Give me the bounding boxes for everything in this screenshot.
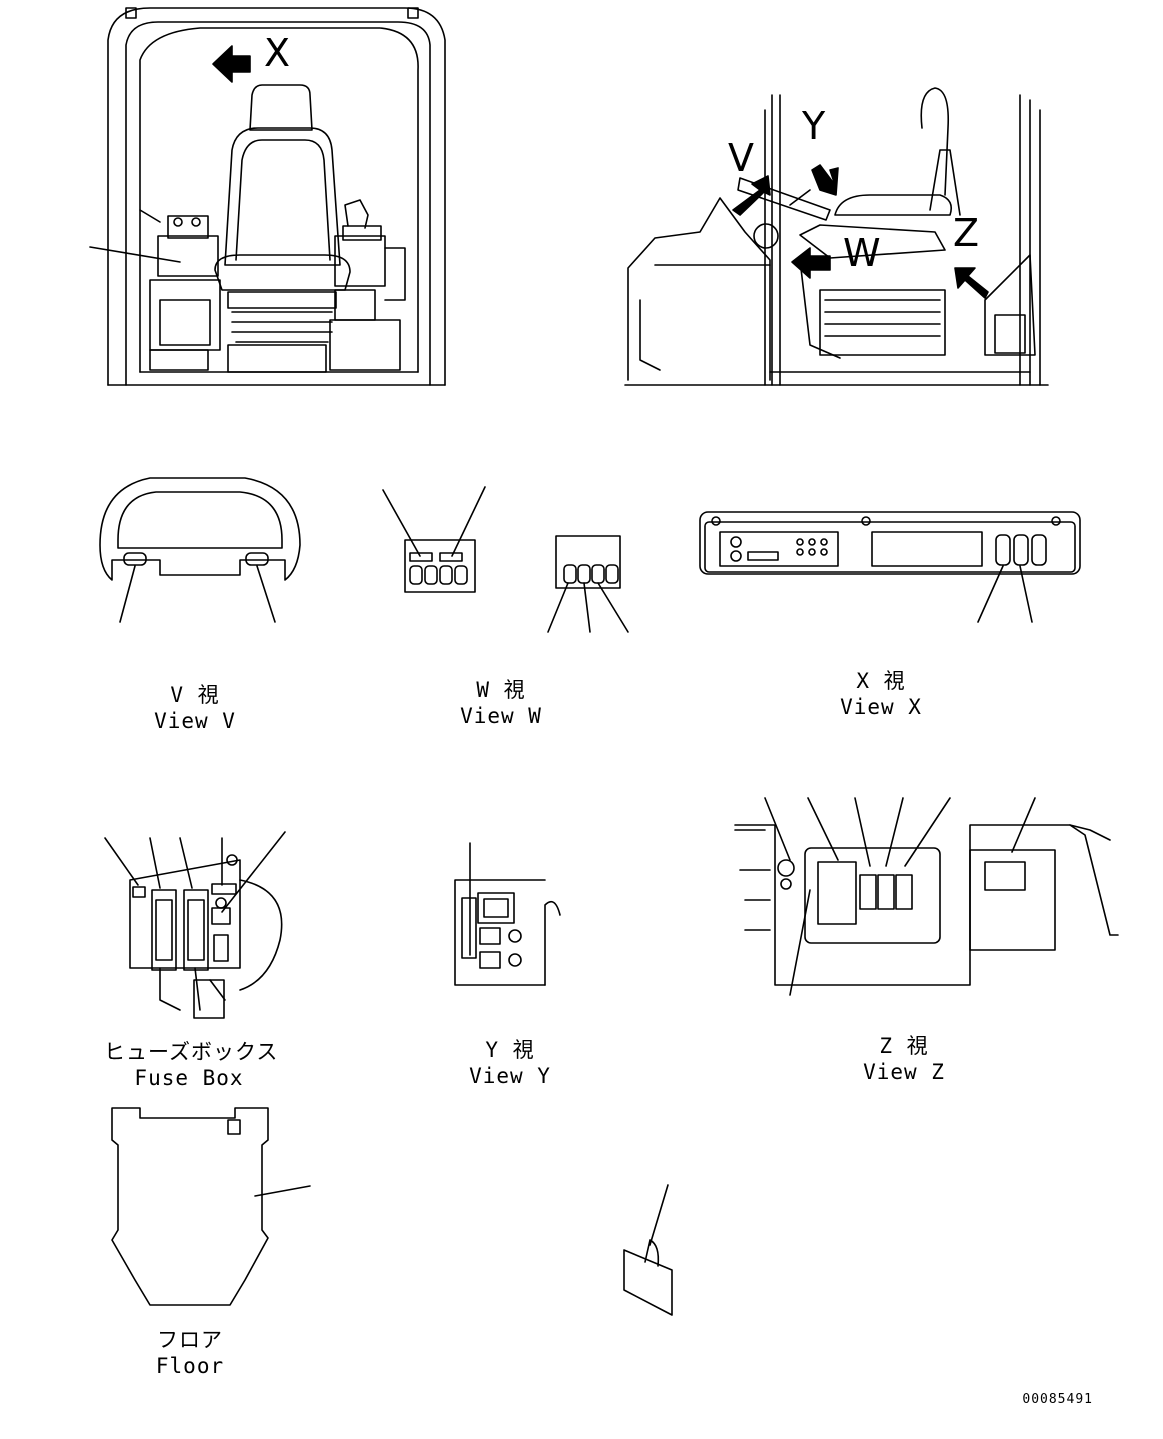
view-z [734,797,1119,996]
arrow-label-y: Y [802,104,827,148]
tag-label [623,1184,673,1316]
caption-view-z-en: View Z [863,1060,945,1084]
view-w-switches [382,486,629,633]
arrow-label-w: W [843,231,882,275]
caption-view-x-jp: X 視 [856,669,906,693]
caption-view-v: V 視 View V [130,682,260,734]
cab-front-view [89,7,446,386]
caption-view-y-jp: Y 視 [485,1038,535,1062]
caption-view-z: Z 視 View Z [839,1033,969,1085]
floor-plate [111,1107,311,1306]
caption-view-v-jp: V 視 [170,683,220,707]
arrow-label-z: Z [953,211,981,255]
caption-fuse-box: ヒューズボックス Fuse Box [104,1039,279,1091]
caption-view-y: Y 視 View Y [445,1037,575,1089]
caption-view-x: X 視 View X [816,668,946,720]
caption-view-z-jp: Z 視 [879,1034,929,1058]
document-number: 00085491 [1022,1392,1093,1407]
caption-floor-en: Floor [155,1354,225,1378]
caption-floor: フロア Floor [140,1327,240,1379]
caption-view-w-en: View W [460,704,542,728]
caption-floor-jp: フロア [157,1328,223,1352]
view-x-panel [699,511,1081,623]
arrow-label-v: V [728,136,755,180]
cab-side-view [624,87,1049,386]
caption-view-v-en: View V [154,709,236,733]
view-y [454,842,561,986]
caption-view-y-en: View Y [469,1064,551,1088]
fuse-box [104,831,286,1019]
caption-view-x-en: View X [840,695,922,719]
caption-fuse-box-en: Fuse Box [134,1066,244,1090]
view-v-monitor [99,477,301,623]
caption-view-w: W 視 View W [436,677,566,729]
arrow-label-x-top: X [264,31,292,75]
caption-view-w-jp: W 視 [476,678,526,702]
caption-fuse-box-jp: ヒューズボックス [104,1040,279,1064]
